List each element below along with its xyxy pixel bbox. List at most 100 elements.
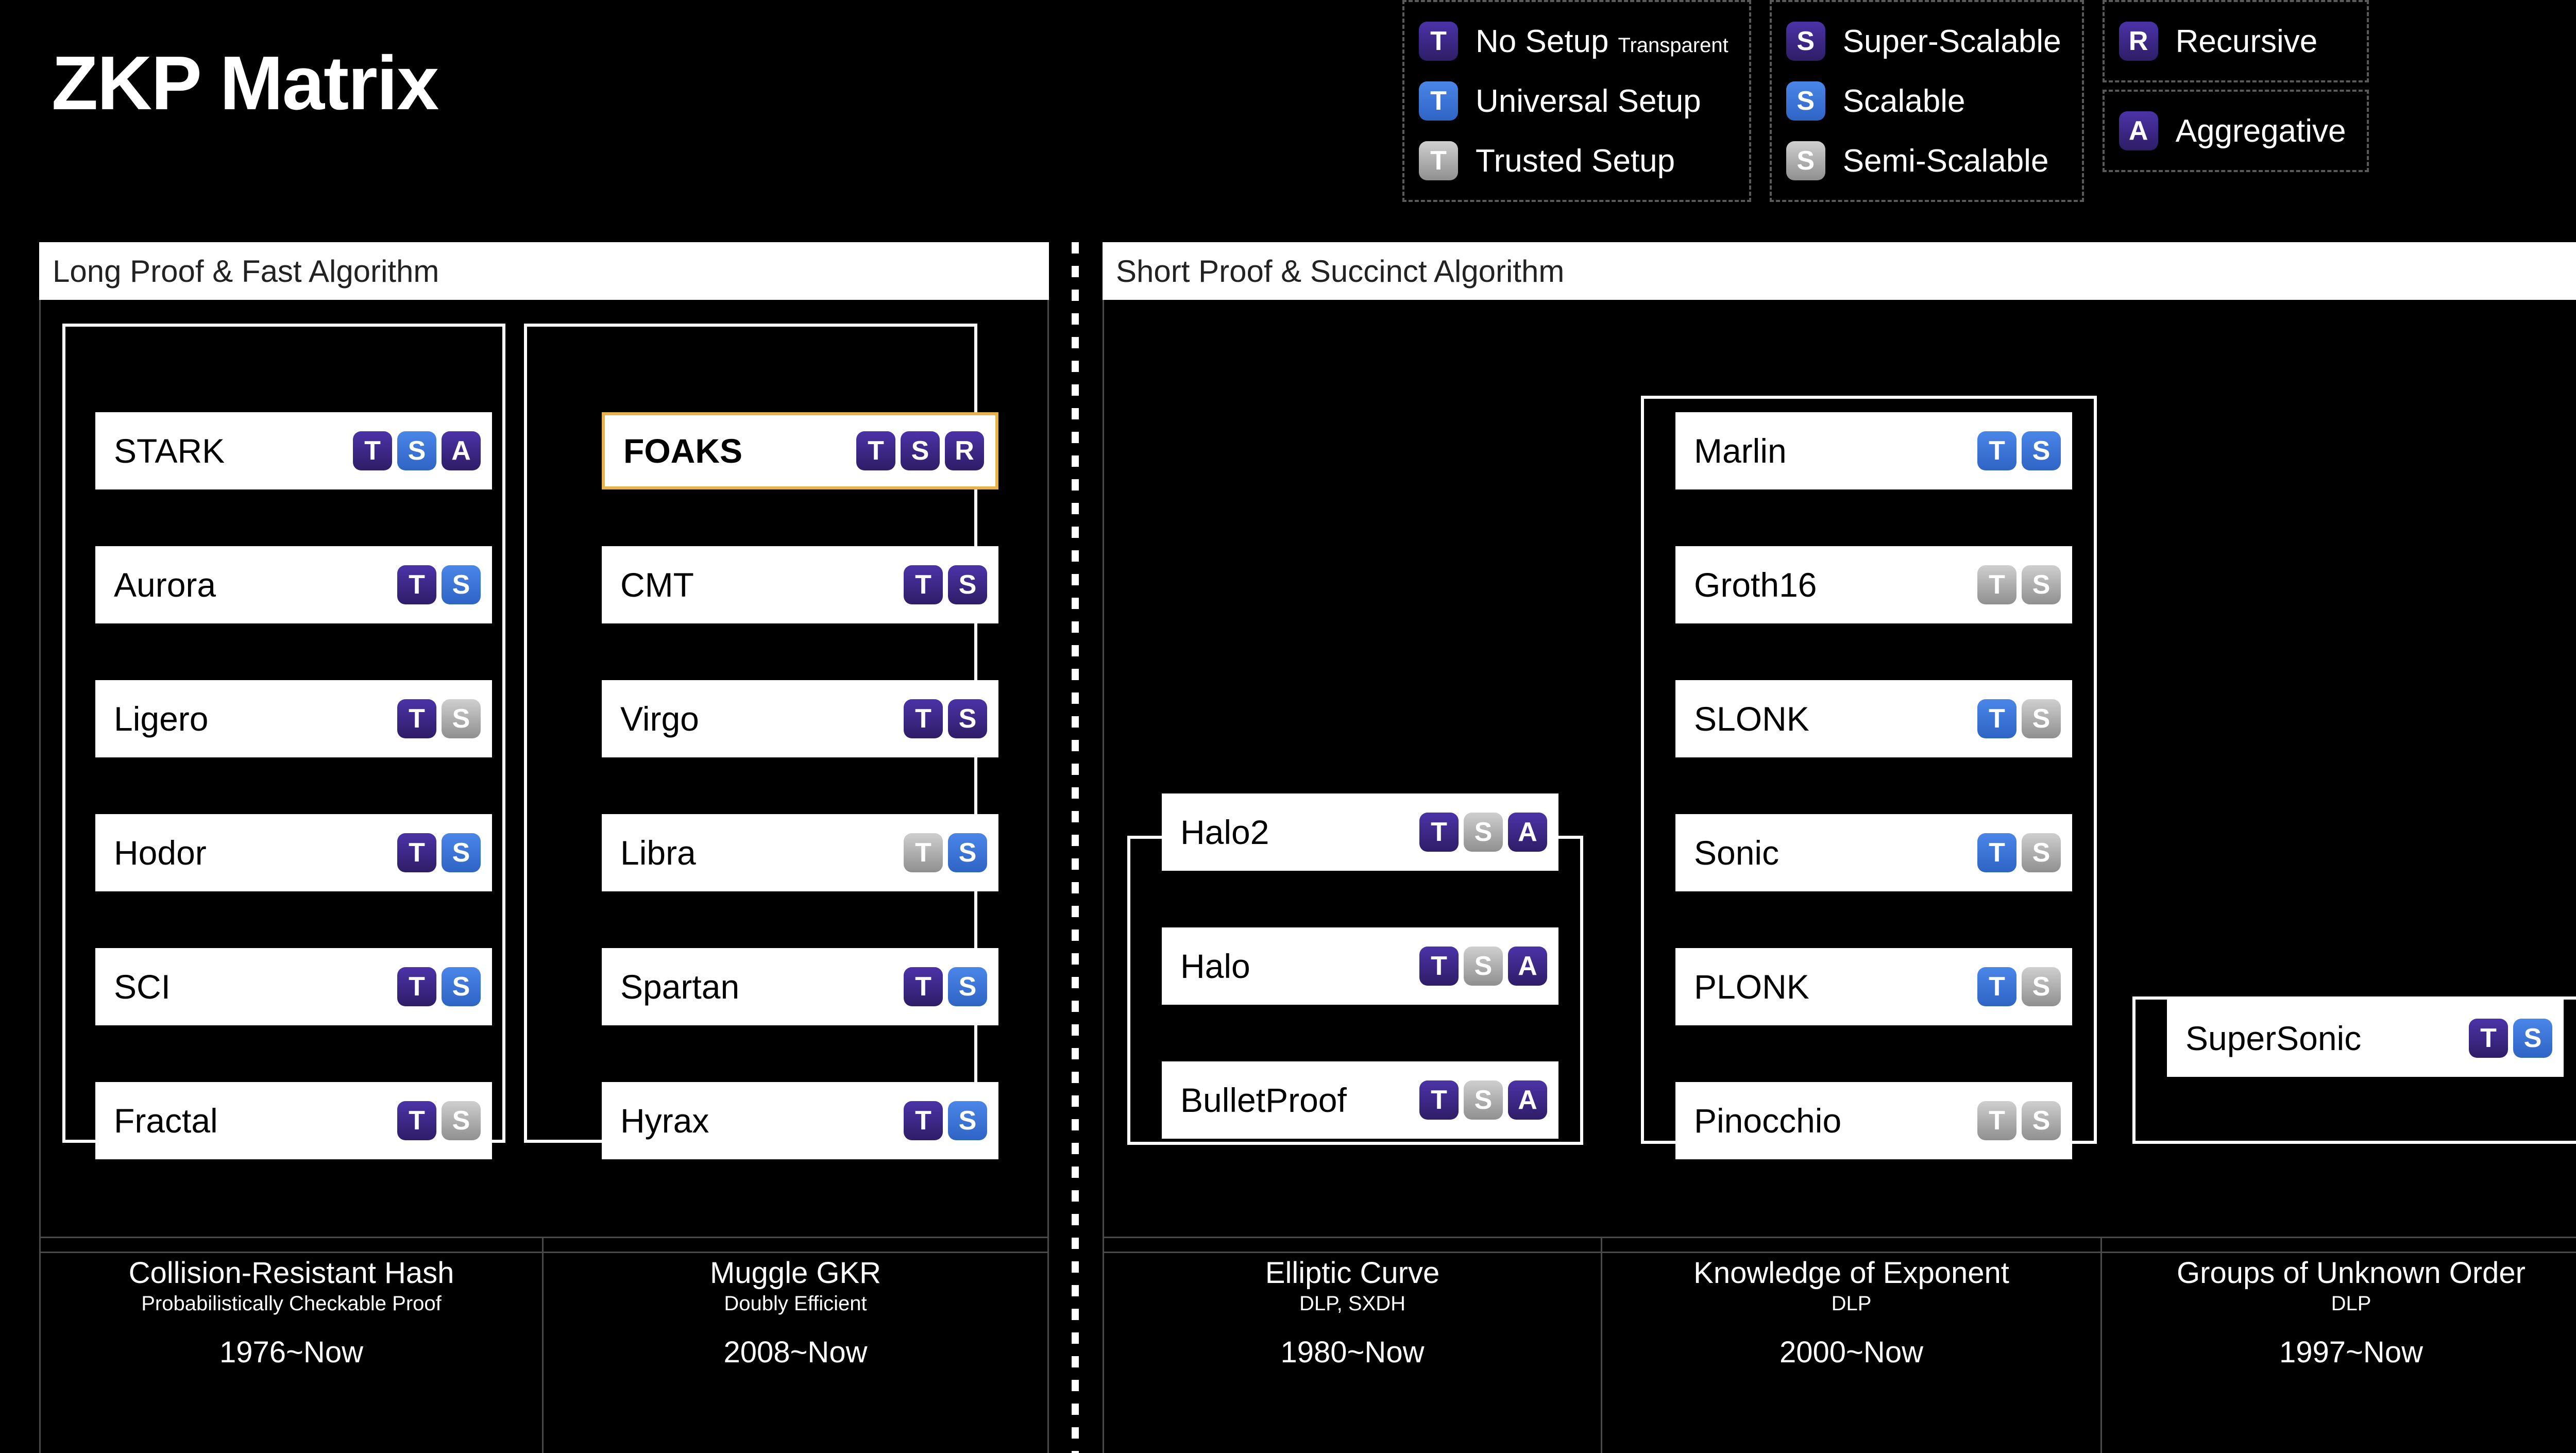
scalability-badge-icon: S: [442, 967, 481, 1006]
scalability-badge-icon: S: [2513, 1019, 2552, 1058]
scalability-badge-icon: S: [2022, 967, 2061, 1006]
footer-years: 1976~Now: [219, 1335, 363, 1369]
scalability-badge-icon: S: [2022, 565, 2061, 604]
recursive-badge-icon: R: [945, 431, 984, 470]
algorithm-name: Fractal: [114, 1102, 218, 1140]
setup-badge-icon: T: [1419, 947, 1459, 986]
algorithm-name: Marlin: [1694, 432, 1787, 470]
aggregative-badge-icon: A: [1508, 947, 1547, 986]
legend-subgroup-aggregative: A Aggregative: [2102, 90, 2369, 172]
legend-label: Universal Setup: [1476, 83, 1701, 119]
setup-badge-icon: T: [1419, 81, 1458, 121]
algorithm-name: Aurora: [114, 566, 216, 604]
scalability-badge-icon: S: [1464, 1080, 1503, 1120]
footer-years: 2000~Now: [1780, 1335, 1923, 1369]
footer-title: Collision-Resistant Hash: [128, 1256, 454, 1290]
legend-item-universal-setup: T Universal Setup: [1419, 71, 1728, 131]
setup-badge-icon: T: [1977, 431, 2016, 470]
setup-badge-icon: T: [1419, 22, 1458, 61]
setup-badge-icon: T: [1977, 699, 2016, 738]
legend-item-trusted-setup: T Trusted Setup: [1419, 131, 1728, 191]
algorithm-name: Libra: [620, 834, 696, 872]
footer-title: Groups of Unknown Order: [2177, 1256, 2526, 1290]
aggregative-badge-icon: A: [442, 431, 481, 470]
setup-badge-icon: T: [397, 1101, 436, 1140]
setup-badge-icon: T: [904, 967, 943, 1006]
aggregative-badge-icon: A: [1508, 813, 1547, 852]
group-box-knowledge-of-exponent: [1641, 396, 2097, 1144]
scalability-badge-icon: S: [948, 699, 987, 738]
scalability-badge-icon: S: [442, 833, 481, 872]
setup-badge-icon: T: [397, 833, 436, 872]
algorithm-name: PLONK: [1694, 968, 1809, 1006]
scalability-badge-icon: S: [948, 833, 987, 872]
scalability-badge-icon: S: [397, 431, 436, 470]
scalability-badge-icon: S: [948, 1101, 987, 1140]
scalability-badge-icon: S: [1464, 947, 1503, 986]
section-header-short-proof: Short Proof & Succinct Algorithm: [1103, 242, 2576, 300]
algorithm-name: FOAKS: [623, 432, 742, 470]
footer-subtitle: Probabilistically Checkable Proof: [141, 1292, 442, 1315]
legend-item-super-scalable: S Super-Scalable: [1786, 11, 2061, 71]
scalability-badge-icon: S: [1786, 141, 1825, 180]
footer-subtitle: DLP, SXDH: [1299, 1292, 1405, 1315]
algorithm-name: Ligero: [114, 700, 209, 738]
setup-badge-icon: T: [904, 565, 943, 604]
scalability-badge-icon: S: [442, 565, 481, 604]
footer-years: 2008~Now: [723, 1335, 868, 1369]
legend-item-aggregative: A Aggregative: [2119, 101, 2346, 161]
scalability-badge-icon: S: [2022, 833, 2061, 872]
scalability-badge-icon: S: [1786, 22, 1825, 61]
setup-badge-icon: T: [1977, 833, 2016, 872]
setup-badge-icon: T: [1419, 141, 1458, 180]
algorithm-name: Halo: [1180, 947, 1250, 985]
setup-badge-icon: T: [2469, 1019, 2508, 1058]
footer-title: Muggle GKR: [709, 1256, 882, 1290]
scalability-badge-icon: S: [2022, 431, 2061, 470]
algorithm-name: Groth16: [1694, 566, 1817, 604]
setup-badge-icon: T: [1977, 967, 2016, 1006]
footer-title: Knowledge of Exponent: [1693, 1256, 2009, 1290]
algorithm-name: STARK: [114, 432, 225, 470]
algorithm-name: SCI: [114, 968, 171, 1006]
algorithm-name: SLONK: [1694, 700, 1809, 738]
scalability-badge-icon: S: [1464, 813, 1503, 852]
legend-item-scalable: S Scalable: [1786, 71, 2061, 131]
algorithm-name: Spartan: [620, 968, 740, 1006]
setup-badge-icon: T: [397, 699, 436, 738]
aggregative-badge-icon: A: [1508, 1080, 1547, 1120]
